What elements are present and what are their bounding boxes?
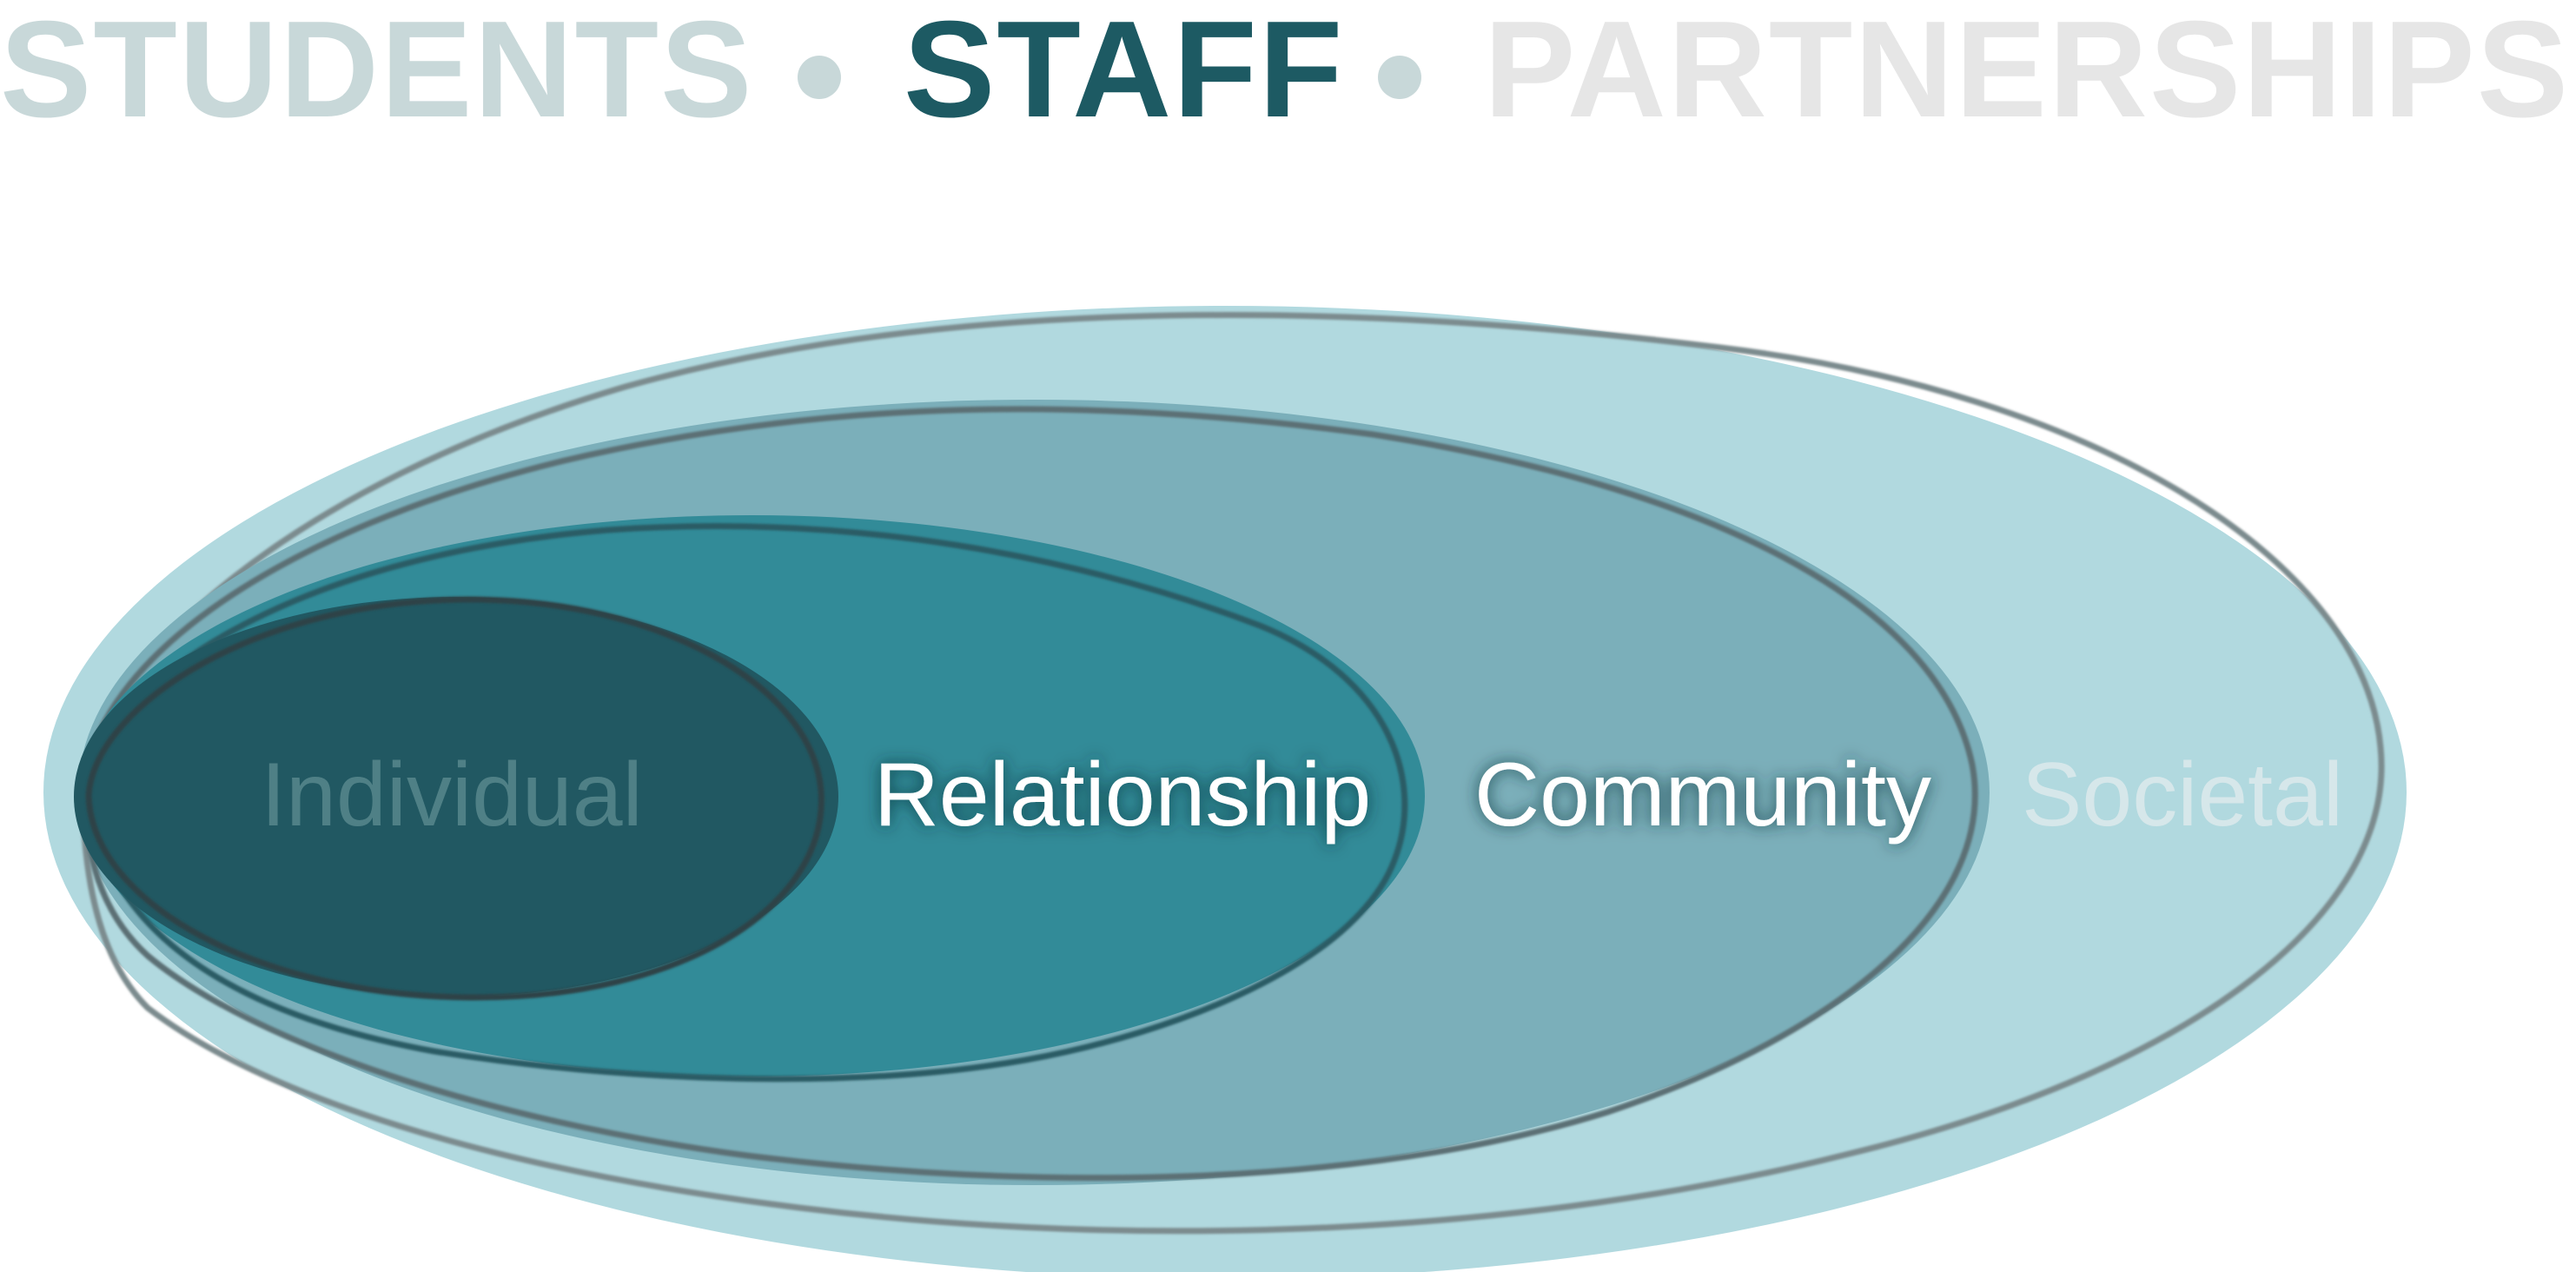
- audience-header: STUDENTS STAFF PARTNERSHIPS: [0, 0, 2576, 148]
- label-individual: Individual: [261, 745, 642, 845]
- level-community-outline: [81, 406, 1978, 1182]
- level-societal-outline: [79, 312, 2385, 1235]
- separator-dot: [1378, 56, 1421, 99]
- level-individual: [74, 596, 838, 1001]
- level-individual-fill: [74, 597, 838, 997]
- level-individual-outline: [85, 596, 824, 1001]
- separator-dot: [798, 56, 841, 99]
- header-staff: STAFF: [904, 0, 1345, 146]
- label-relationship: Relationship: [874, 745, 1371, 845]
- label-community: Community: [1474, 745, 1931, 845]
- label-societal: Societal: [2022, 745, 2343, 845]
- header-students: STUDENTS: [0, 0, 754, 146]
- level-relationship-outline: [83, 523, 1408, 1083]
- header-partnerships: PARTNERSHIPS: [1484, 0, 2571, 146]
